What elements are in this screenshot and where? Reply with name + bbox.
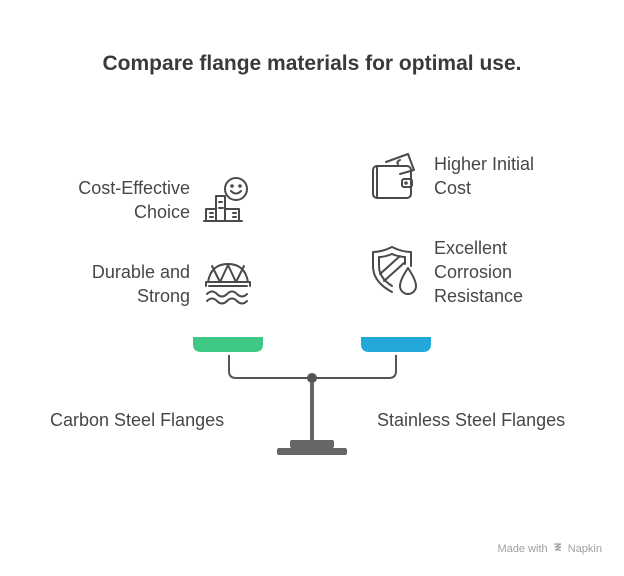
feature-line: Excellent	[434, 238, 508, 258]
right-option-label: Stainless Steel Flanges	[377, 410, 566, 430]
footer-brand: Napkin	[567, 543, 602, 555]
shield-drop-icon	[372, 246, 417, 295]
post	[310, 382, 314, 440]
feature-corrosion: Excellent Corrosion Resistance	[434, 236, 614, 308]
base-top	[290, 440, 334, 448]
feature-line: Choice	[133, 202, 190, 222]
footer-prefix: Made with	[497, 543, 548, 555]
feature-cost-effective: Cost-Effective Choice	[40, 176, 190, 224]
feature-line: Strong	[136, 286, 190, 306]
feature-line: Resistance	[434, 286, 524, 306]
feature-line: Higher Initial	[434, 154, 535, 174]
feature-line: Corrosion	[434, 262, 513, 282]
base-bottom	[277, 448, 347, 455]
bridge-icon	[205, 263, 251, 305]
feature-line: Durable and	[91, 262, 190, 282]
feature-line: Cost-Effective	[78, 178, 190, 198]
napkin-logo-icon	[553, 543, 561, 551]
feature-higher-cost: Higher Initial Cost	[434, 152, 614, 200]
left-pan	[193, 337, 263, 352]
feature-durable: Durable and Strong	[40, 260, 190, 308]
page-title: Compare flange materials for optimal use…	[102, 52, 522, 75]
cost-effective-icon	[203, 177, 248, 222]
footer-attribution: Made with Napkin	[497, 542, 602, 555]
pivot	[307, 373, 317, 383]
left-option-label: Carbon Steel Flanges	[50, 410, 225, 430]
feature-line: Cost	[434, 178, 472, 198]
wallet-icon	[372, 153, 415, 199]
right-pan	[361, 337, 431, 352]
